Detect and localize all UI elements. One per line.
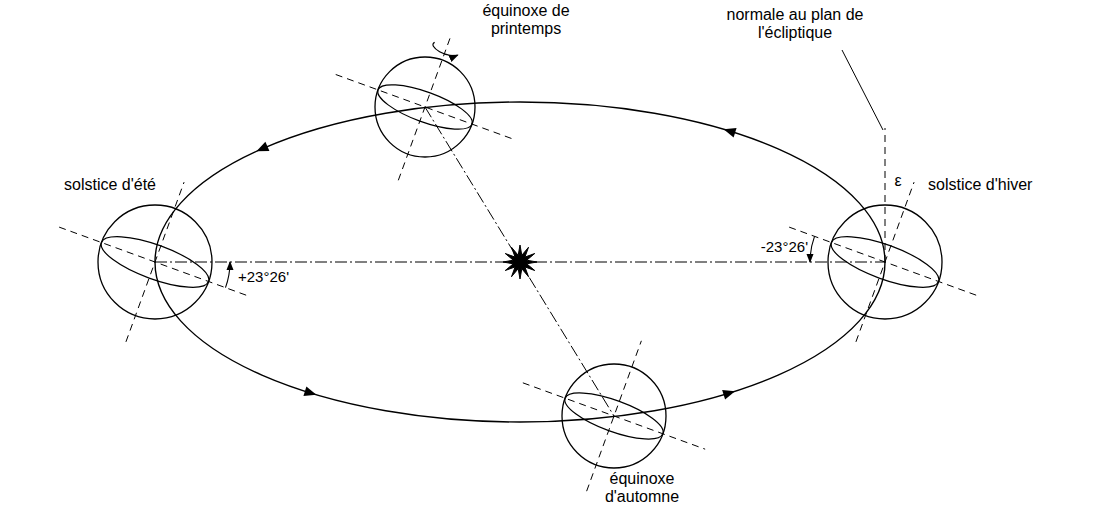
- season-label: équinoxe de printemps: [466, 2, 586, 39]
- orbit-arrow: [303, 387, 317, 400]
- ecliptic-normal: [885, 128, 886, 262]
- season-label: solstice d'hiver: [928, 176, 1068, 194]
- earth-globe: [59, 182, 251, 342]
- angle-label: -23°26': [728, 238, 808, 255]
- season-label: normale au plan de l'écliptique: [700, 6, 890, 43]
- orbit-arrow: [254, 142, 269, 156]
- equator-line: [523, 383, 705, 449]
- dash-dot-line: [425, 107, 614, 416]
- leader-line: [842, 50, 883, 130]
- equator-line: [336, 75, 515, 140]
- angle-label: +23°26': [238, 268, 318, 285]
- angle-arc: [810, 236, 815, 262]
- orbit-arrow: [722, 387, 736, 400]
- orbit-ellipse: [155, 102, 885, 422]
- symbol-label: ε: [891, 172, 905, 190]
- earth-globe: [523, 341, 705, 491]
- rotation-axis: [398, 34, 451, 181]
- equator-line: [59, 227, 251, 297]
- earth-globe: [336, 34, 515, 181]
- orbit-arrow: [722, 124, 736, 137]
- season-label: solstice d'été: [50, 176, 170, 194]
- angle-arc: [225, 262, 230, 288]
- rotation-arrow: [431, 42, 459, 58]
- sun-star: [503, 245, 537, 279]
- season-label: équinoxe d'automne: [592, 470, 692, 507]
